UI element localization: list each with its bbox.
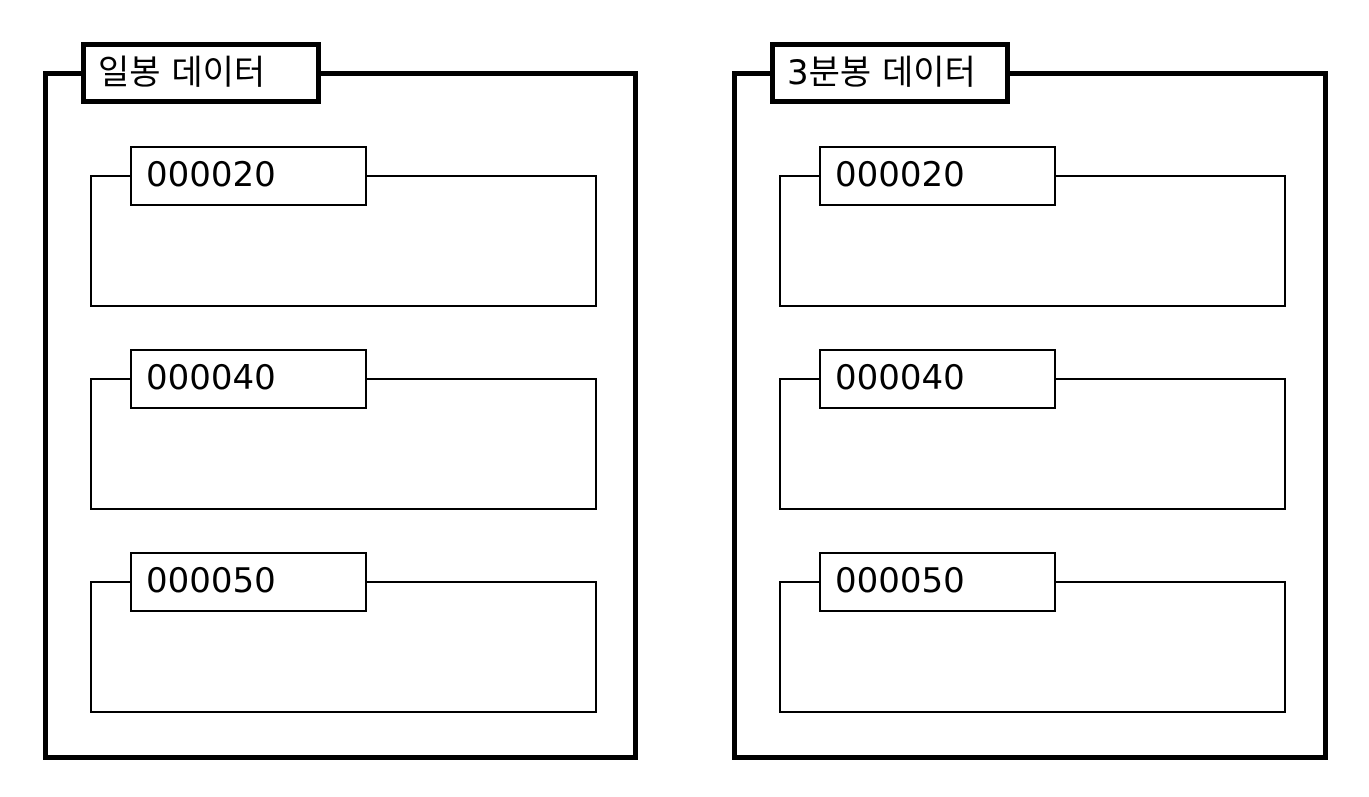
daily-group-label-3: 000050 [130,552,367,612]
three-minute-group-label-3: 000050 [819,552,1056,612]
daily-group-label-2: 000040 [130,349,367,409]
daily-group-label-1: 000020 [130,146,367,206]
daily-data-panel-title: 일봉 데이터 [81,42,321,104]
three-minute-data-panel-title: 3분봉 데이터 [770,42,1010,104]
three-minute-group-label-2: 000040 [819,349,1056,409]
three-minute-group-label-1: 000020 [819,146,1056,206]
